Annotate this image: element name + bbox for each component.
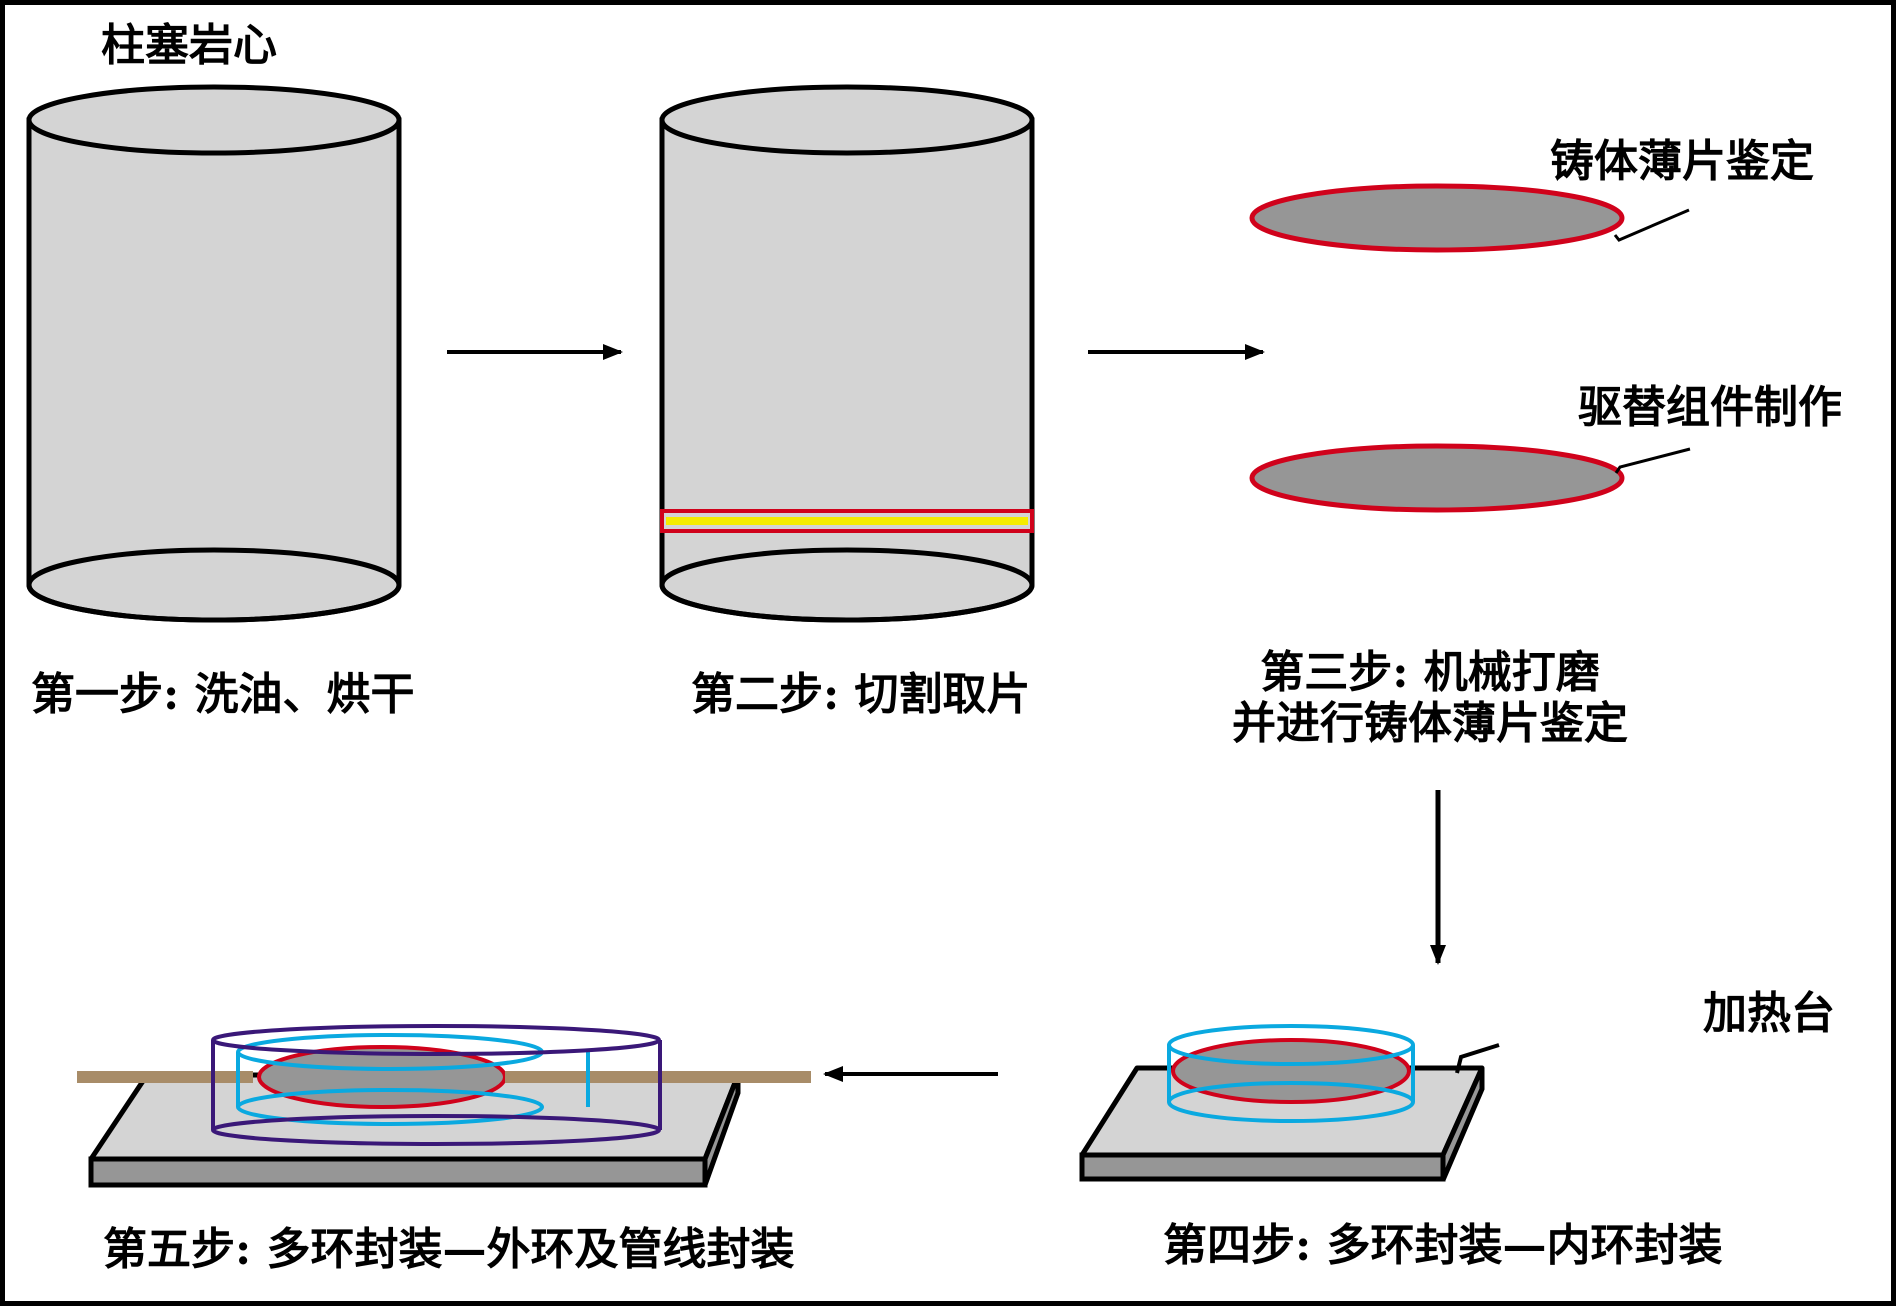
callout-leader-heating — [1455, 1043, 1500, 1074]
stage-front — [1079, 1152, 1446, 1182]
heating-stage-step4 — [1079, 1024, 1500, 1182]
inner-ring-top — [1167, 1024, 1415, 1066]
diagram-drawing — [26, 84, 1691, 1188]
cylinder-bottom-rim — [26, 547, 402, 623]
step4-label: 第四步: 多环封装—内环封装 — [1163, 1220, 1723, 1271]
step1-label: 第一步: 洗油、烘干 — [31, 669, 415, 720]
core-slice — [257, 1045, 507, 1109]
thin-section-slice — [1249, 183, 1625, 253]
cylinder-body — [659, 117, 1035, 623]
diagram-title: 柱塞岩心 — [101, 20, 277, 71]
step2-label: 第二步: 切割取片 — [691, 669, 1031, 720]
core-slice — [1171, 1038, 1411, 1104]
inner-ring-bottom — [1167, 1081, 1415, 1123]
cut-slice-yellow — [666, 517, 1028, 525]
inner-ring-bottom — [236, 1088, 544, 1126]
step3-label-line2: 并进行铸体薄片鉴定 — [1232, 697, 1628, 749]
callout-displacement-assembly: 驱替组件制作 — [1578, 382, 1842, 433]
callout-thin-section: 铸体薄片鉴定 — [1550, 136, 1814, 187]
callout-leader-displacement — [1614, 447, 1691, 474]
callout-heating-stage: 加热台 — [1703, 988, 1835, 1039]
tube-left — [77, 1071, 253, 1083]
outer-ring-top — [211, 1024, 661, 1056]
callout-leader-thin-section — [1613, 208, 1690, 242]
cylinder-top — [659, 84, 1035, 156]
cylinder-body — [26, 117, 402, 623]
heating-stage-step5 — [77, 1024, 811, 1188]
step5-label: 第五步: 多环封装—外环及管线封装 — [103, 1224, 795, 1275]
core-cylinder-cut — [659, 84, 1035, 623]
core-cylinder-raw — [26, 84, 402, 623]
stage-front — [88, 1156, 708, 1188]
step3-label-line1: 第三步: 机械打磨 — [1260, 647, 1600, 698]
cylinder-bottom-rim — [659, 547, 1035, 623]
step3-label: 第三步: 机械打磨 并进行铸体薄片鉴定 — [1190, 647, 1670, 749]
displacement-slice — [1249, 443, 1625, 513]
cylinder-top — [26, 84, 402, 156]
outer-ring-bottom — [211, 1114, 661, 1146]
